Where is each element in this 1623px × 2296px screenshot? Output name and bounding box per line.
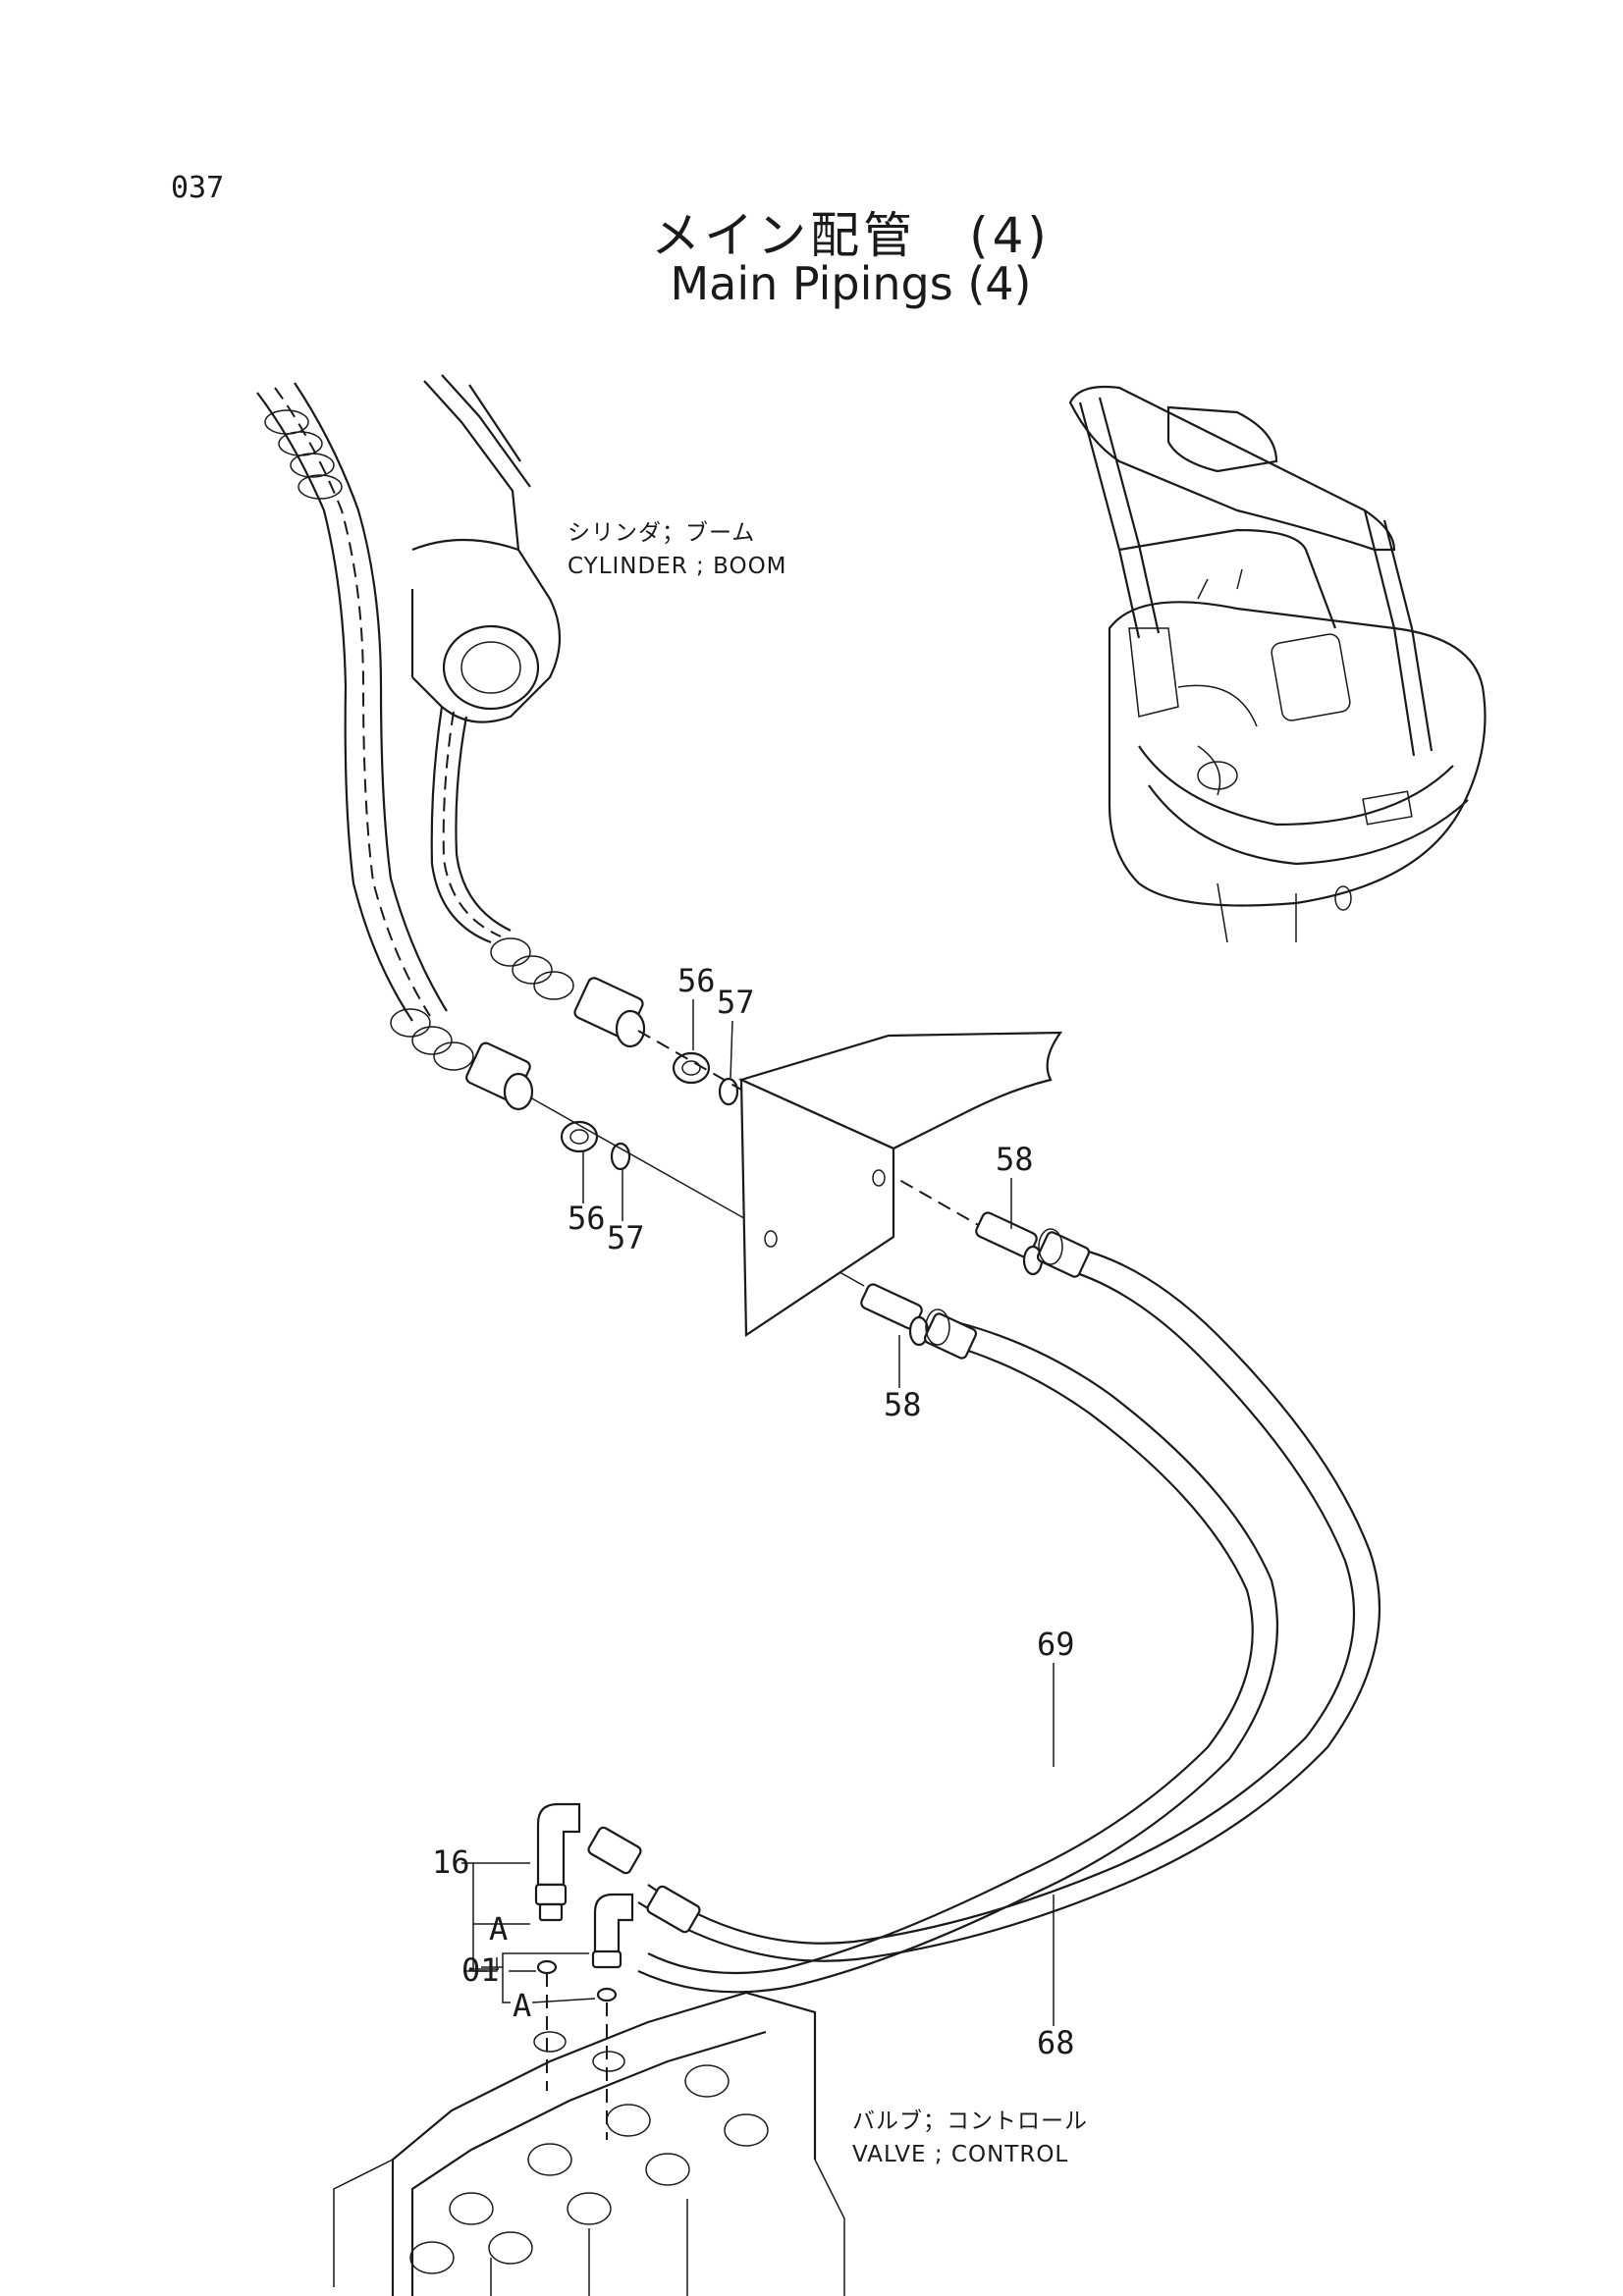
elbow-16: [534, 1802, 581, 1922]
oring-57-lower: [610, 1142, 631, 1171]
label-01: 01: [461, 1951, 500, 1989]
label-a-upper: A: [489, 1910, 508, 1948]
elbow-01: [591, 1893, 634, 1969]
boom-cylinder-drawing: [410, 374, 562, 723]
label-56-upper: 56: [677, 962, 716, 999]
oring-57-upper: [718, 1077, 739, 1106]
label-a-lower: A: [513, 1987, 531, 2024]
label-16: 16: [432, 1843, 470, 1881]
hose-69: [637, 1228, 1380, 1962]
excavator-thumbnail: [1068, 385, 1487, 943]
page-number: 037: [171, 171, 225, 205]
label-68: 68: [1037, 2024, 1075, 2061]
hose-68: [637, 1308, 1279, 1994]
leader-57-upper: [730, 1020, 733, 1079]
left-hose-pair: [256, 382, 534, 1111]
hose-fittings-lower: [587, 1826, 701, 1934]
oring-a-lower: [596, 1987, 618, 2002]
label-56-lower: 56: [568, 1200, 606, 1237]
label-57-upper: 57: [717, 984, 755, 1021]
bracket-plate: [737, 1031, 1063, 1338]
caption-cylinder-jp: シリンダ；ブーム: [568, 520, 755, 546]
adapter-58-upper: [975, 1211, 1044, 1276]
title-japanese: メイン配管 (4): [651, 207, 1051, 264]
label-58-lower: 58: [884, 1386, 922, 1423]
caption-cylinder-en: CYLINDER ; BOOM: [568, 554, 787, 579]
control-valve-drawing: [333, 1973, 845, 2296]
adapter-58-lower: [860, 1283, 930, 1347]
label-57-lower: 57: [607, 1219, 645, 1256]
leader-lines-lower: [461, 1862, 596, 2003]
caption-valve-jp: バルブ；コントロール: [852, 2109, 1088, 2134]
nut-56-lower: [560, 1120, 599, 1153]
label-69: 69: [1037, 1626, 1075, 1663]
title-english: Main Pipings (4): [670, 257, 1032, 310]
caption-valve-en: VALVE ; CONTROL: [852, 2142, 1068, 2167]
nut-56-upper: [672, 1051, 711, 1085]
oring-a-upper: [536, 1959, 558, 1975]
right-hose-pair: [430, 706, 646, 1048]
label-58-upper: 58: [996, 1141, 1034, 1178]
